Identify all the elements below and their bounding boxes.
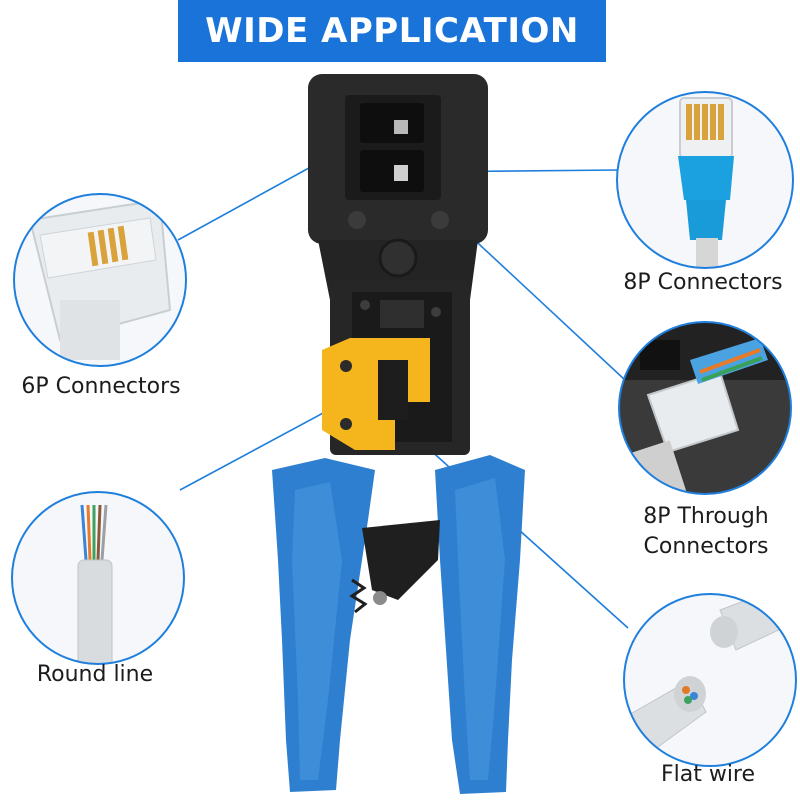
pass-through-connector-icon [618,321,792,495]
round-cable-icon [11,491,185,665]
label-8p-through-line2: Connectors [643,534,769,559]
label-8p-through-line1: 8P Through [643,504,769,529]
label-round-line: Round line [36,662,154,687]
crimping-tool-icon [272,74,525,794]
banner-title: WIDE APPLICATION [205,11,579,51]
label-flat-wire: Flat wire [660,762,756,787]
banner: WIDE APPLICATION [178,0,606,62]
label-8p-through-connectors: 8P Through Connectors [612,502,800,562]
rj45-connector-icon [616,91,794,269]
rj11-connector-icon [13,193,187,367]
label-6p-connectors: 6P Connectors [21,374,181,399]
label-8p-connectors: 8P Connectors [623,270,783,295]
flat-cable-icon [623,593,797,767]
